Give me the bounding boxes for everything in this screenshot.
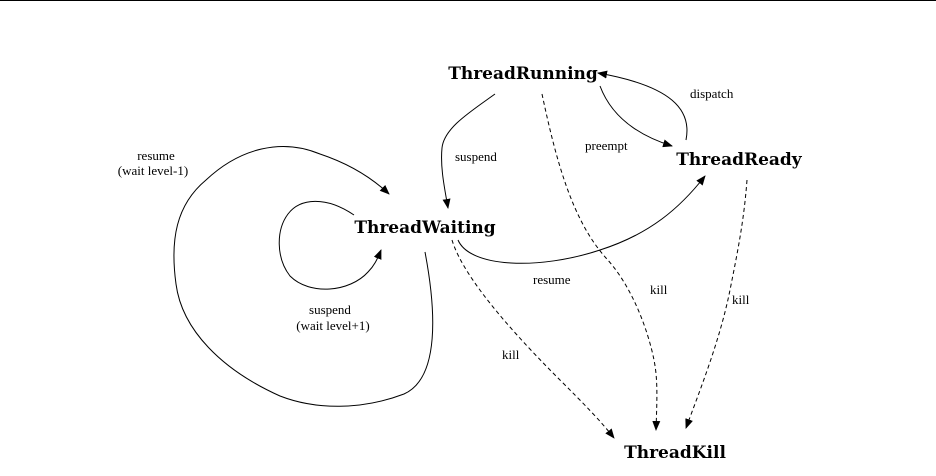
edge-resume-outer-loop	[173, 146, 434, 407]
label-resume-outer-2: (wait level-1)	[118, 163, 188, 178]
state-thread-ready: ThreadReady	[676, 150, 803, 170]
edge-kill-running	[541, 93, 661, 431]
edge-kill-waiting	[451, 239, 615, 439]
edge-suspend-running	[441, 93, 496, 209]
label-resume-to-ready: resume	[533, 272, 571, 287]
label-suspend-running: suspend	[455, 149, 497, 164]
label-suspend-inner-2: (wait level+1)	[296, 318, 369, 333]
state-thread-running: ThreadRunning	[448, 64, 598, 84]
edge-resume-to-ready	[457, 175, 706, 264]
edge-dispatch	[597, 70, 688, 141]
label-kill-ready: kill	[732, 292, 750, 307]
edge-kill-ready	[685, 179, 748, 429]
state-thread-kill: ThreadKill	[624, 443, 726, 463]
label-resume-outer-1: resume	[137, 148, 175, 163]
edge-suspend-inner-loop	[278, 200, 382, 290]
label-preempt: preempt	[585, 138, 628, 153]
label-suspend-inner-1: suspend	[309, 302, 351, 317]
label-dispatch: dispatch	[690, 86, 734, 101]
state-thread-waiting: ThreadWaiting	[354, 218, 495, 238]
label-kill-waiting: kill	[502, 347, 520, 362]
edge-preempt	[599, 85, 673, 148]
label-kill-running: kill	[650, 282, 668, 297]
